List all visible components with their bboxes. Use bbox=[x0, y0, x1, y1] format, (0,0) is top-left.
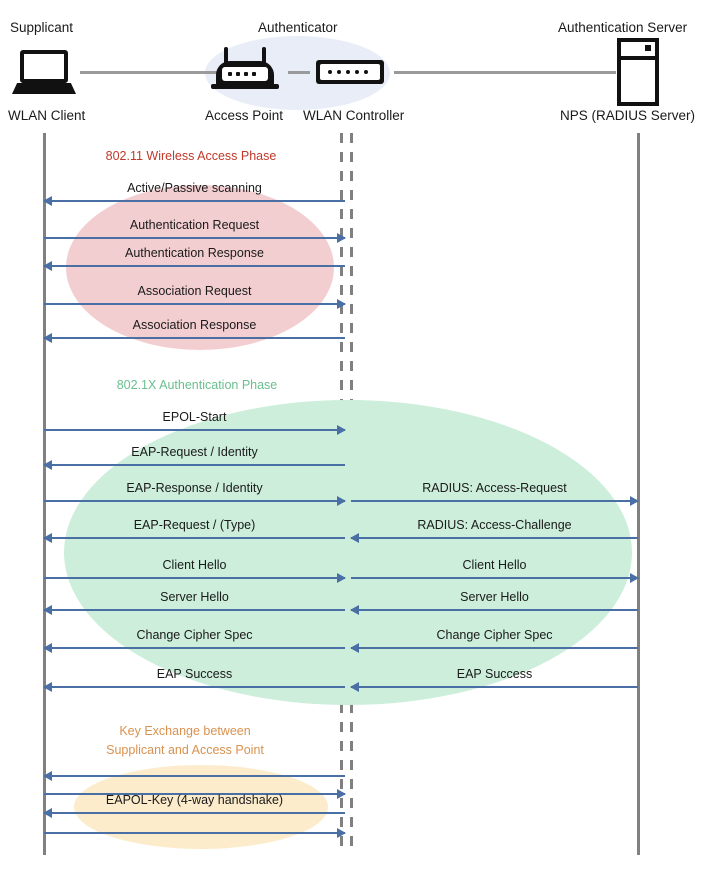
link-client-to-ap bbox=[80, 71, 218, 74]
message-supplicant-ap-label: EAP-Request / Identity bbox=[131, 445, 258, 459]
message-supplicant-ap-arrow bbox=[44, 233, 346, 243]
message-key-exchange-arrow bbox=[44, 828, 346, 838]
message-supplicant-ap-label: Authentication Response bbox=[125, 246, 264, 260]
message-controller-server-arrow bbox=[350, 605, 638, 615]
message-supplicant-ap-arrow bbox=[43, 261, 345, 271]
message-supplicant-ap-label: Association Request bbox=[137, 284, 252, 298]
phase-blob-80211 bbox=[66, 185, 334, 350]
arrowhead-left-icon bbox=[350, 533, 359, 543]
phase-label-80211: 802.11 Wireless Access Phase bbox=[105, 149, 277, 163]
arrowhead-left-icon bbox=[350, 682, 359, 692]
arrowhead-left-icon bbox=[43, 261, 52, 271]
message-supplicant-ap-label: Server Hello bbox=[160, 590, 229, 604]
message-controller-server-label: Change Cipher Spec bbox=[436, 628, 553, 642]
message-supplicant-ap-arrow bbox=[43, 682, 345, 692]
arrowhead-right-icon bbox=[337, 233, 346, 243]
actor-name-wlan-controller: WLAN Controller bbox=[303, 108, 405, 123]
message-controller-server-arrow bbox=[350, 682, 638, 692]
arrowhead-left-icon bbox=[43, 771, 52, 781]
access-point-icon bbox=[211, 47, 279, 93]
message-supplicant-ap-label: Client Hello bbox=[162, 558, 227, 572]
message-key-exchange-arrow bbox=[43, 808, 345, 818]
message-supplicant-ap-arrow bbox=[44, 299, 346, 309]
link-controller-to-server bbox=[394, 71, 616, 74]
arrowhead-right-icon bbox=[337, 496, 346, 506]
message-supplicant-ap-arrow bbox=[43, 643, 345, 653]
phase-label-8021x: 802.1X Authentication Phase bbox=[116, 378, 278, 392]
message-key-exchange-arrow bbox=[43, 771, 345, 781]
arrowhead-left-icon bbox=[43, 196, 52, 206]
actor-role-authenticator: Authenticator bbox=[258, 20, 338, 35]
message-supplicant-ap-arrow bbox=[44, 496, 346, 506]
wlan-controller-icon bbox=[316, 60, 384, 84]
message-supplicant-ap-label: Authentication Request bbox=[129, 218, 260, 232]
message-supplicant-ap-arrow bbox=[44, 573, 346, 583]
message-supplicant-ap-arrow bbox=[43, 460, 345, 470]
phase-label-keyexchange-line2: Supplicant and Access Point bbox=[106, 743, 264, 757]
arrowhead-left-icon bbox=[43, 333, 52, 343]
message-controller-server-arrow bbox=[351, 496, 639, 506]
message-supplicant-ap-label: Active/Passive scanning bbox=[127, 181, 262, 195]
arrowhead-left-icon bbox=[43, 533, 52, 543]
arrowhead-left-icon bbox=[43, 682, 52, 692]
message-supplicant-ap-label: EPOL-Start bbox=[162, 410, 227, 424]
message-controller-server-label: Client Hello bbox=[462, 558, 527, 572]
message-supplicant-ap-label: EAP-Response / Identity bbox=[126, 481, 263, 495]
arrowhead-right-icon bbox=[337, 425, 346, 435]
arrowhead-left-icon bbox=[43, 460, 52, 470]
message-supplicant-ap-arrow bbox=[43, 333, 345, 343]
message-controller-server-label: Server Hello bbox=[460, 590, 529, 604]
message-controller-server-arrow bbox=[350, 533, 638, 543]
arrowhead-left-icon bbox=[350, 605, 359, 615]
link-ap-to-controller bbox=[288, 71, 310, 74]
message-supplicant-ap-label: Association Response bbox=[132, 318, 257, 332]
phase-blob-keyexchange bbox=[74, 765, 328, 849]
actor-name-nps-radius-server: NPS (RADIUS Server) bbox=[560, 108, 696, 123]
laptop-icon bbox=[12, 50, 76, 94]
arrowhead-left-icon bbox=[43, 605, 52, 615]
message-supplicant-ap-arrow bbox=[43, 605, 345, 615]
message-controller-server-arrow bbox=[350, 643, 638, 653]
phase-blob-8021x bbox=[64, 400, 632, 705]
arrowhead-left-icon bbox=[43, 643, 52, 653]
actor-name-access-point: Access Point bbox=[205, 108, 284, 123]
message-supplicant-ap-label: EAP-Request / (Type) bbox=[133, 518, 256, 532]
arrowhead-right-icon bbox=[337, 789, 346, 799]
message-supplicant-ap-label: Change Cipher Spec bbox=[136, 628, 253, 642]
actor-role-supplicant: Supplicant bbox=[10, 20, 74, 35]
phase-label-keyexchange-line1: Key Exchange between bbox=[119, 724, 251, 738]
access-point-leds bbox=[228, 72, 256, 76]
lifeline-authentication-server bbox=[637, 133, 640, 855]
message-supplicant-ap-arrow bbox=[43, 533, 345, 543]
message-controller-server-label: RADIUS: Access-Challenge bbox=[417, 518, 572, 532]
arrowhead-right-icon bbox=[337, 573, 346, 583]
arrowhead-right-icon bbox=[630, 496, 639, 506]
message-supplicant-ap-label: EAP Success bbox=[156, 667, 233, 681]
server-icon bbox=[617, 38, 659, 106]
actor-name-wlan-client: WLAN Client bbox=[8, 108, 86, 123]
arrowhead-right-icon bbox=[630, 573, 639, 583]
lifeline-supplicant bbox=[43, 133, 46, 855]
message-key-exchange-label: EAPOL-Key (4-way handshake) bbox=[105, 793, 284, 807]
message-key-exchange-arrow bbox=[44, 789, 346, 799]
message-supplicant-ap-arrow bbox=[43, 196, 345, 206]
message-controller-server-label: RADIUS: Access-Request bbox=[422, 481, 567, 495]
message-controller-server-label: EAP Success bbox=[456, 667, 533, 681]
arrowhead-left-icon bbox=[43, 808, 52, 818]
arrowhead-left-icon bbox=[350, 643, 359, 653]
actor-role-authentication-server: Authentication Server bbox=[558, 20, 688, 35]
message-controller-server-arrow bbox=[351, 573, 639, 583]
message-supplicant-ap-arrow bbox=[44, 425, 346, 435]
wlan-controller-leds bbox=[328, 70, 368, 74]
arrowhead-right-icon bbox=[337, 299, 346, 309]
arrowhead-right-icon bbox=[337, 828, 346, 838]
